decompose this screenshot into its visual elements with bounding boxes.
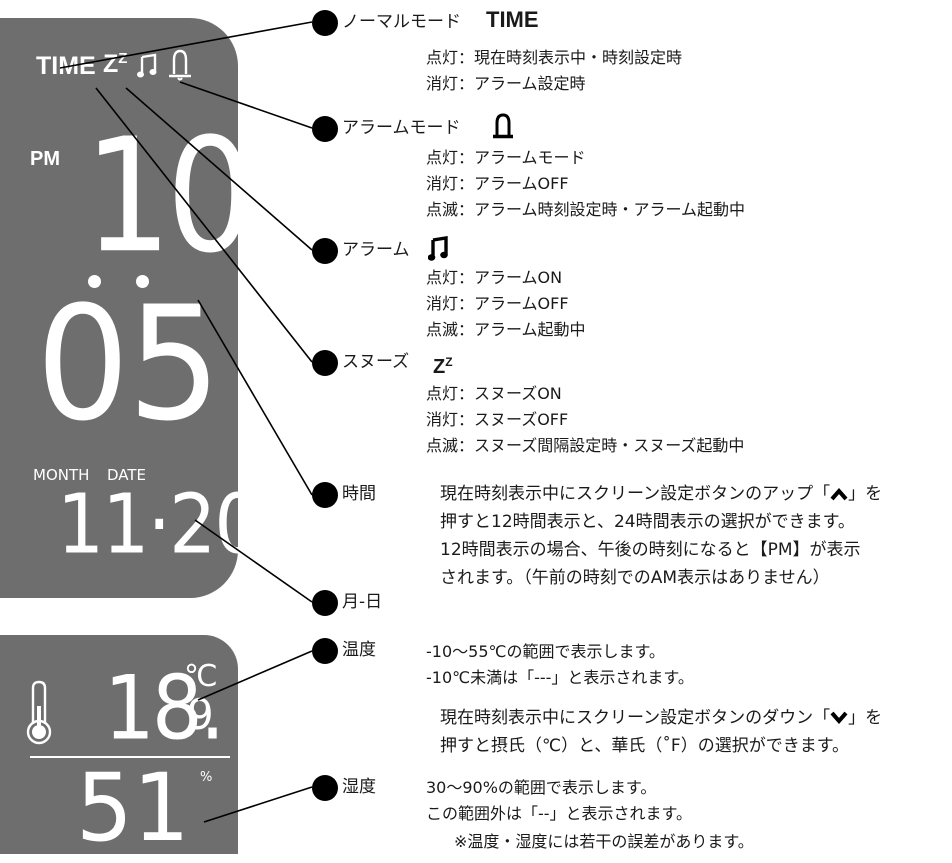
alarm-mode-bullet <box>312 116 338 142</box>
pm-indicator: PM <box>30 148 60 170</box>
accuracy-note: ※温度・湿度には若干の誤差があります。 <box>454 832 754 851</box>
humidity-bullet <box>312 775 338 801</box>
alarm-line-3: 点滅：アラーム起動中 <box>426 320 586 339</box>
music-note-icon <box>428 236 448 261</box>
temperature-line-2: -10℃未満は「---」と表示されます。 <box>426 668 694 687</box>
chevron-up-icon <box>830 487 848 501</box>
temperature-title: 温度 <box>342 640 376 660</box>
chevron-down-icon <box>830 711 848 725</box>
alarm-line-2: 消灯：アラームOFF <box>426 294 569 313</box>
temperature-unit: ℃ <box>184 659 218 694</box>
time-line-3: 12時間表示の場合、午後の時刻になると【PM】が表示 <box>440 540 861 560</box>
month-day-title: 月-日 <box>342 592 383 612</box>
time-line-2: 押すと12時間表示と、24時間表示の選択ができます。 <box>440 512 855 532</box>
temperature-line-3: 現在時刻表示中にスクリーン設定ボタンのダウン「」を <box>440 708 883 728</box>
alarm-title: アラーム <box>342 240 410 260</box>
thermometer-icon <box>26 680 52 745</box>
month-label: MONTH <box>33 466 90 484</box>
normal-mode-line-2: 消灯：アラーム設定時 <box>426 74 586 93</box>
snooze-line-2: 消灯：スヌーズOFF <box>426 410 569 429</box>
alarm-mode-line-1: 点灯：アラームモード <box>426 148 586 167</box>
temperature-decimal-digit: 9 <box>187 690 214 739</box>
normal-mode-bullet <box>312 10 338 36</box>
hour-digits: 10 <box>84 105 254 289</box>
date-label: DATE <box>107 466 147 484</box>
snooze-indicator-icon: ZZ <box>103 50 128 78</box>
time-line-1: 現在時刻表示中にスクリーン設定ボタンのアップ「」を <box>440 484 883 504</box>
bell-icon <box>169 49 191 81</box>
alarm-mode-title: アラームモード <box>342 118 461 138</box>
snooze-title: スヌーズ <box>342 352 410 372</box>
humidity-digits: 51 <box>76 754 190 863</box>
humidity-line-1: 30～90%の範囲で表示します。 <box>426 778 657 797</box>
temperature-bullet <box>312 638 338 664</box>
alarm-mode-line-2: 消灯：アラームOFF <box>426 174 569 193</box>
time-title: 時間 <box>342 484 376 504</box>
minute-digits: 05 <box>36 273 221 457</box>
time-line-4: されます。（午前の時刻でのAM表示はありません） <box>440 568 830 588</box>
snooze-line-1: 点灯：スヌーズON <box>426 384 562 403</box>
month-day-digits: 11·20 <box>57 477 262 573</box>
snooze-bullet <box>312 350 338 376</box>
normal-mode-title: ノーマルモード <box>342 12 461 32</box>
temperature-line-1: -10～55℃の範囲で表示します。 <box>426 642 665 661</box>
month-day-bullet <box>312 590 338 616</box>
snooze-line-3: 点滅：スヌーズ間隔設定時・スヌーズ起動中 <box>426 436 745 455</box>
time-mode-indicator: TIME <box>36 52 96 80</box>
snooze-badge: ZZ <box>433 355 453 378</box>
humidity-unit: % <box>200 770 213 785</box>
alarm-bullet <box>312 238 338 264</box>
bell-icon <box>493 113 513 139</box>
normal-mode-line-1: 点灯：現在時刻表示中・時刻設定時 <box>426 48 683 67</box>
panel-divider <box>30 756 230 758</box>
alarm-line-1: 点灯：アラームON <box>426 268 563 287</box>
humidity-title: 湿度 <box>342 777 376 797</box>
temperature-line-4: 押すと摂氏（℃）と、華氏（˚F）の選択ができます。 <box>440 736 849 756</box>
time-badge: TIME <box>486 7 539 32</box>
alarm-mode-line-3: 点滅：アラーム時刻設定時・アラーム起動中 <box>426 200 746 219</box>
humidity-line-2: この範囲外は「--」と表示されます。 <box>426 804 692 823</box>
time-bullet <box>312 482 338 508</box>
music-note-icon <box>137 53 157 78</box>
